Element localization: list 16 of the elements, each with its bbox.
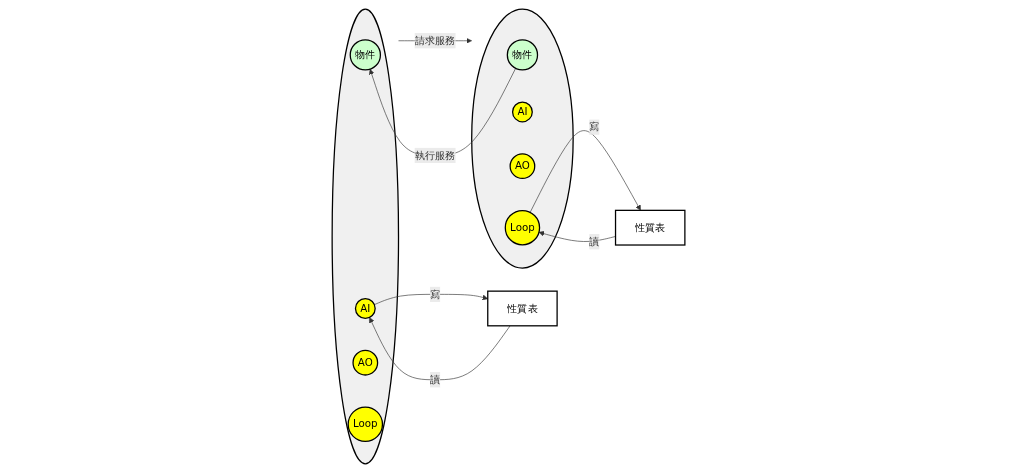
edge-label: 讀 <box>429 373 441 386</box>
node-circle: AO <box>509 153 536 180</box>
edge-label: 執行服務 <box>414 148 456 162</box>
node-circle: AI <box>511 101 533 123</box>
node-circle: AO <box>352 349 379 376</box>
node-circle: Loop <box>504 209 541 246</box>
edge-label: 寫 <box>589 120 600 133</box>
node-box: 性質表 <box>614 209 686 246</box>
node-box: 性質表 <box>487 290 558 327</box>
edge-label: 請求服務 <box>414 34 456 47</box>
edge-label: 寫 <box>429 287 441 301</box>
node-circle: 物件 <box>349 39 382 71</box>
node-circle: 物件 <box>506 39 539 71</box>
edge-label: 讀 <box>589 235 600 248</box>
node-circle: Loop <box>347 406 384 442</box>
node-circle: AI <box>354 298 376 319</box>
